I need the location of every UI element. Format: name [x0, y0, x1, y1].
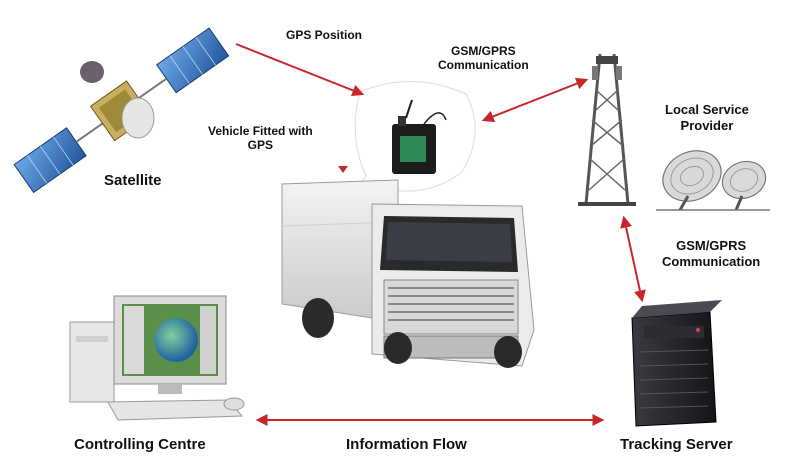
satellite-label: Satellite — [104, 172, 162, 189]
local-service-provider-label: Local Service Provider — [665, 102, 749, 133]
cell-tower-icon — [578, 53, 636, 206]
arrow-vehicle-pointer — [338, 166, 348, 173]
server-icon — [631, 300, 722, 427]
gsm-gprs-top-label: GSM/GPRS Communication — [438, 44, 529, 73]
computer-monitor-icon — [69, 295, 245, 421]
flow-arrows — [235, 43, 646, 426]
controlling-centre-label: Controlling Centre — [74, 436, 206, 453]
arrow-gsm-gprs-top — [481, 77, 589, 123]
arrow-gps-position — [235, 43, 365, 97]
satellite-dish-icon — [656, 150, 770, 211]
gps-position-label: GPS Position — [286, 28, 363, 42]
information-flow-label: Information Flow — [346, 436, 467, 453]
tracking-server-label: Tracking Server — [620, 436, 733, 453]
arrow-gsm-gprs-right — [620, 215, 646, 303]
vehicle-gps-label: Vehicle Fitted with GPS — [208, 124, 313, 153]
gsm-gprs-right-label: GSM/GPRS Communication — [662, 238, 761, 269]
truck-icon — [281, 179, 535, 368]
satellite-icon — [13, 27, 230, 194]
gps-tracker-device-icon — [346, 81, 476, 201]
